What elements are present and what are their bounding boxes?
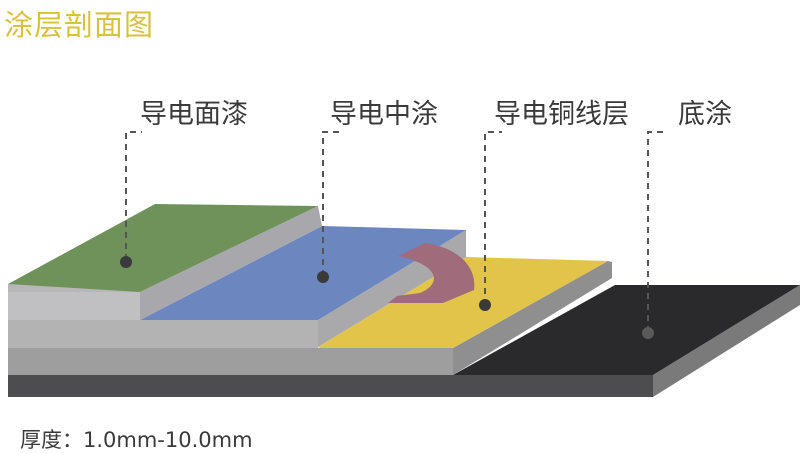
label-midcoat: 导电中涂 — [330, 99, 438, 130]
midcoat-layer-front — [8, 292, 140, 320]
page-title: 涂层剖面图 — [4, 8, 155, 42]
base-slab-top — [8, 348, 453, 375]
midcoat-layer-top — [140, 226, 466, 320]
copper-strip — [388, 243, 475, 303]
marker-dot-topcoat — [120, 256, 132, 268]
thickness-spec: 厚度：1.0mm-10.0mm — [20, 424, 253, 454]
thickness-value: 1.0mm-10.0mm — [83, 428, 253, 452]
label-primer: 底涂 — [678, 99, 732, 130]
leader-line-midcoat — [322, 131, 340, 276]
leader-line-copper — [484, 131, 502, 305]
base-slab-front — [8, 375, 653, 397]
topcoat-layer-top — [8, 204, 318, 292]
thickness-separator: ： — [62, 428, 83, 452]
copper-layer-right-face — [453, 261, 612, 375]
primer-layer-top — [453, 285, 800, 375]
leader-line-primer — [647, 131, 666, 332]
label-copper-layer: 导电铜线层 — [494, 99, 629, 130]
label-topcoat: 导电面漆 — [140, 99, 248, 130]
copper-layer-front — [8, 320, 318, 348]
marker-dot-primer — [642, 327, 654, 339]
base-slab-right-face — [653, 285, 800, 397]
thickness-label: 厚度 — [20, 428, 62, 452]
topcoat-layer-side — [140, 206, 322, 320]
copper-layer-top — [318, 257, 608, 347]
marker-dot-copper — [479, 299, 491, 311]
marker-dot-midcoat — [317, 271, 329, 283]
